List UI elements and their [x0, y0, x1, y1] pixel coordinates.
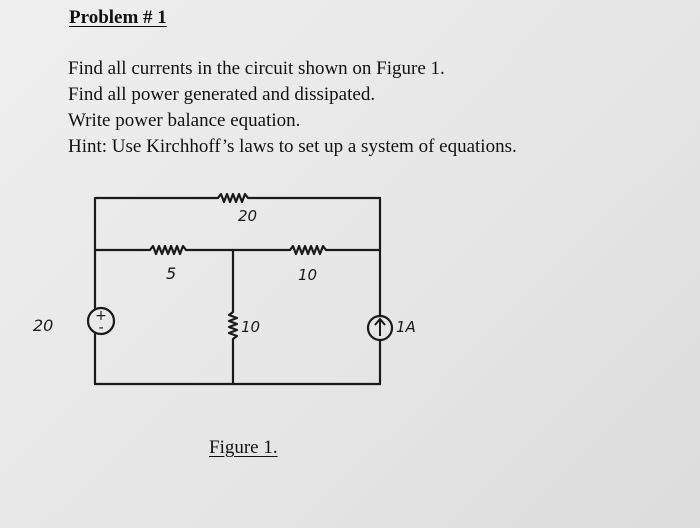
- instruction-line-1: Find all currents in the circuit shown o…: [68, 58, 445, 79]
- label-r-middle: 10: [241, 318, 260, 336]
- middle-branch: [227, 248, 239, 386]
- label-voltage-source: 20: [33, 316, 53, 335]
- current-source-symbol: [366, 314, 394, 342]
- top-wire: [93, 192, 382, 204]
- label-r-top: 20: [238, 207, 257, 225]
- voltage-source-plus: +: [95, 308, 107, 324]
- figure-caption: Figure 1.: [209, 437, 278, 458]
- middle-wire: [93, 244, 382, 256]
- problem-statement: Find all currents in the circuit shown o…: [68, 56, 517, 160]
- instruction-line-2: Find all power generated and dissipated.: [68, 84, 376, 105]
- current-arrow-icon: [374, 317, 386, 336]
- voltage-source-symbol: [86, 306, 116, 336]
- problem-title: Problem # 1: [69, 7, 167, 28]
- instruction-line-4: Hint: Use Kirchhoff’s laws to set up a s…: [68, 136, 517, 157]
- label-r-left: 5: [166, 264, 176, 283]
- label-current-source: 1A: [396, 318, 416, 336]
- voltage-source-minus: -: [98, 320, 103, 336]
- instruction-line-3: Write power balance equation.: [68, 110, 301, 131]
- label-r-right: 10: [298, 266, 317, 284]
